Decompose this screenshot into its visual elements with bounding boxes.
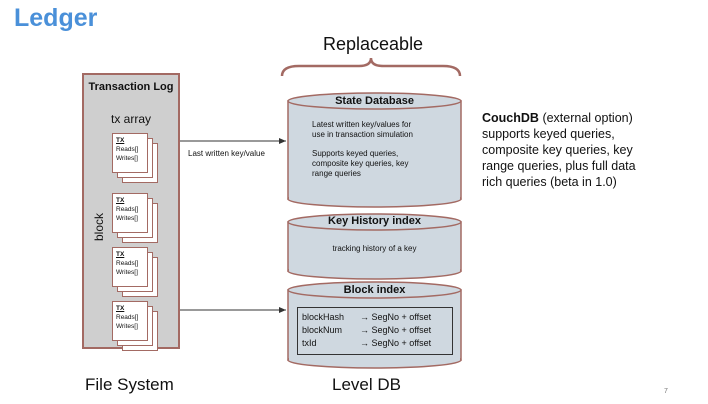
arrow-label: Last written key/value — [188, 149, 265, 158]
state-database-line: use in transaction simulation — [312, 130, 413, 139]
couchdb-line: range queries, plus full data — [482, 159, 636, 173]
page-number: 7 — [664, 388, 668, 395]
block-index-title: Block index — [343, 284, 406, 296]
transaction-log-box: Transaction Log tx array block TX Reads[… — [82, 73, 180, 351]
block-index-row: txId → SegNo + offset — [302, 337, 448, 350]
block-index-row: blockHash → SegNo + offset — [302, 311, 448, 324]
file-system-label: File System — [85, 375, 174, 394]
level-db-label: Level DB — [332, 375, 401, 394]
state-database-desc: Latest written key/values for use in tra… — [312, 120, 413, 179]
reads-label: Reads[] — [116, 314, 139, 321]
writes-label: Writes[] — [116, 215, 138, 222]
block-index-value: → SegNo + offset — [360, 312, 432, 322]
state-database-line: range queries — [312, 169, 361, 178]
key-history-cylinder — [287, 213, 462, 280]
couchdb-line: supports keyed queries, — [482, 127, 615, 141]
replaceable-label: Replaceable — [323, 34, 424, 54]
state-database-title: State Database — [335, 95, 414, 107]
curly-brace — [280, 57, 462, 77]
key-history-title: Key History index — [328, 215, 421, 227]
block-index-key: blockHash — [302, 312, 345, 322]
tx-stack: TX Reads[] Writes[] — [112, 247, 160, 301]
couchdb-line: composite key queries, key — [482, 143, 633, 157]
key-history-desc: tracking history of a key — [332, 244, 417, 253]
block-index-key: txId — [302, 338, 317, 348]
couchdb-note: CouchDB (external option) supports keyed… — [482, 110, 692, 190]
couchdb-line: (external option) — [542, 111, 633, 125]
page-title: Ledger — [14, 4, 98, 32]
block-index-value: → SegNo + offset — [360, 325, 432, 335]
block-label: block — [92, 212, 106, 241]
writes-label: Writes[] — [116, 323, 138, 330]
block-index-row: blockNum → SegNo + offset — [302, 324, 448, 337]
state-database-line: Supports keyed queries, — [312, 149, 399, 158]
state-database-line: composite key queries, key — [312, 159, 409, 168]
tx-stack: TX Reads[] Writes[] — [112, 193, 160, 247]
couchdb-line: rich queries (beta in 1.0) — [482, 175, 617, 189]
tx-stack: TX Reads[] Writes[] — [112, 301, 160, 355]
block-index-value: → SegNo + offset — [360, 338, 432, 348]
writes-label: Writes[] — [116, 269, 138, 276]
tx-label: TX — [116, 197, 125, 204]
writes-label: Writes[] — [116, 155, 138, 162]
tx-array-label: tx array — [110, 112, 151, 126]
tx-label: TX — [116, 305, 125, 312]
tx-label: TX — [116, 251, 125, 258]
tx-label: TX — [116, 137, 125, 144]
state-database-line: Latest written key/values for — [312, 120, 412, 129]
state-database-cylinder — [287, 92, 462, 208]
transaction-log-title: Transaction Log — [88, 81, 174, 93]
reads-label: Reads[] — [116, 206, 139, 213]
couchdb-name: CouchDB — [482, 111, 539, 125]
tx-stack: TX Reads[] Writes[] — [112, 133, 160, 187]
reads-label: Reads[] — [116, 260, 139, 267]
reads-label: Reads[] — [116, 146, 139, 153]
block-index-key: blockNum — [302, 325, 343, 335]
block-index-table: blockHash → SegNo + offset blockNum → Se… — [297, 307, 453, 355]
